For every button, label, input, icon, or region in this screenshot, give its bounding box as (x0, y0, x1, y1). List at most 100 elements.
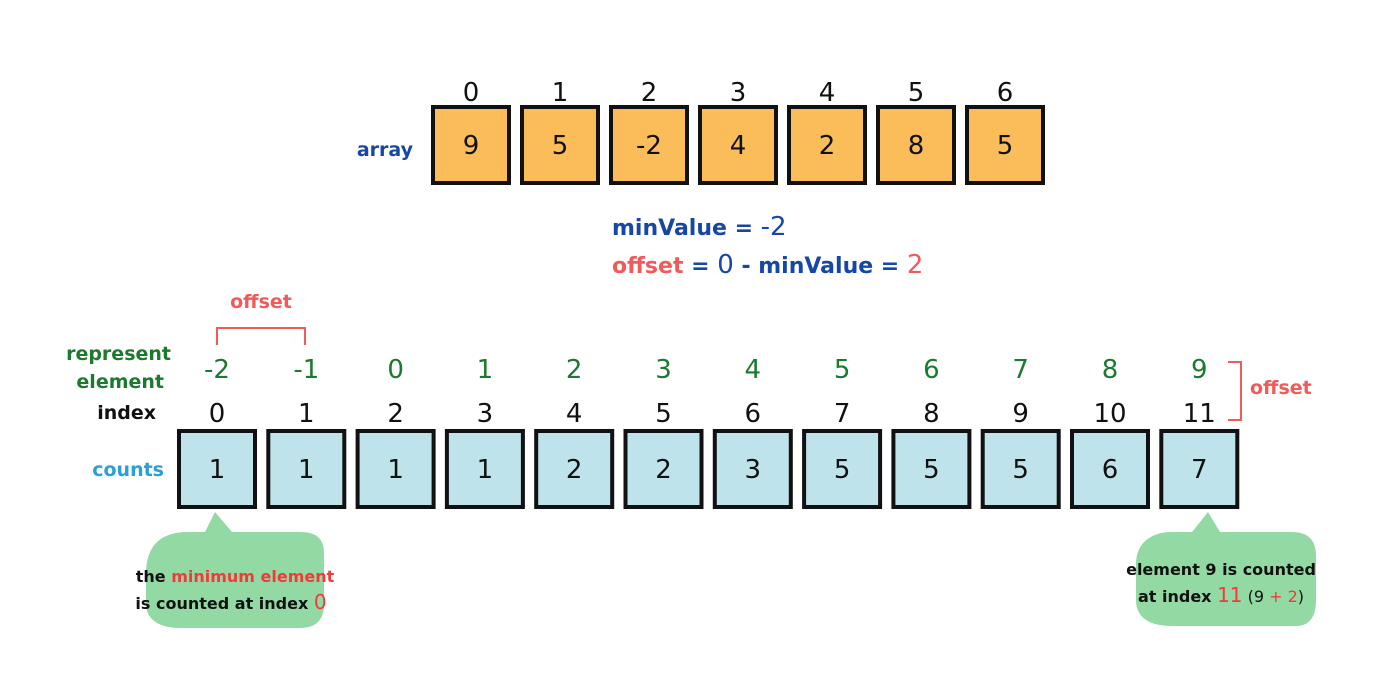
array-cell: 9 (431, 105, 511, 185)
counts-cell: 1 (355, 429, 436, 509)
array-cell-value: 5 (552, 131, 569, 161)
array-index: 5 (908, 78, 925, 108)
counts-cell: 7 (1159, 429, 1240, 509)
counts-label: counts (92, 459, 164, 481)
offset-formula: offset = 0 - minValue = 2 (612, 250, 923, 280)
array-cell-value: 8 (908, 131, 925, 161)
counts-cell: 1 (177, 429, 257, 509)
counts-cell: 3 (712, 429, 793, 509)
counts-cell-value: 6 (1102, 455, 1119, 485)
side-offset-label: offset (1250, 377, 1312, 399)
counts-cell-value: 7 (1191, 455, 1208, 485)
counts-cell: 2 (534, 429, 615, 509)
counts-cell-value: 5 (1012, 455, 1029, 485)
array-cell-box (520, 105, 600, 185)
counts-index: 5 (655, 399, 672, 429)
counts-index: 4 (566, 399, 583, 429)
counts-index: 11 (1183, 399, 1216, 429)
counts-cell-box (266, 429, 347, 509)
counts-cell: 2 (623, 429, 704, 509)
offset-word: offset (612, 254, 684, 279)
counts-cell-box (802, 429, 883, 509)
counts-cell-box (623, 429, 704, 509)
counts-cell: 6 (1070, 429, 1150, 509)
counts-cell: 1 (266, 429, 347, 509)
counts-cell-box (534, 429, 615, 509)
counts-cell-box (980, 429, 1061, 509)
counts-cell: 5 (980, 429, 1061, 509)
left-bubble-line2: is counted at index 0 (135, 590, 326, 614)
left-bubble-line1: the minimum element (136, 567, 335, 586)
represent-value: 2 (566, 355, 583, 385)
counts-index: 2 (387, 399, 404, 429)
counts-index: 1 (298, 399, 315, 429)
counts-cell-box (444, 429, 525, 509)
array-index: 2 (641, 78, 658, 108)
array-label: array (357, 139, 414, 161)
represent-label-line2: element (76, 371, 164, 393)
array-cell-box (609, 105, 689, 185)
counts-cell-value: 5 (834, 455, 851, 485)
array-cell-box (965, 105, 1045, 185)
counts-cell-value: 1 (477, 455, 494, 485)
counts-cell-box (177, 429, 257, 509)
counts-cell-value: 2 (655, 455, 672, 485)
represent-value: 6 (923, 355, 940, 385)
array-index: 1 (552, 78, 569, 108)
array-cell: 8 (876, 105, 956, 185)
counts-index: 3 (477, 399, 494, 429)
counts-cell-box (891, 429, 972, 509)
right-speech-bubble (1136, 512, 1316, 626)
array-cell: 5 (520, 105, 600, 185)
side-offset-bracket (1228, 361, 1242, 421)
array-cells: 9 5 -2 4 2 8 5 (431, 105, 1045, 185)
array-cell-box (876, 105, 956, 185)
represent-value: 3 (655, 355, 672, 385)
counts-index: 9 (1012, 399, 1029, 429)
min-value-number: -2 (761, 212, 787, 242)
right-bubble-line1: element 9 is counted (1126, 560, 1316, 579)
counts-index: 0 (209, 399, 226, 429)
array-cell: 4 (698, 105, 778, 185)
array-cell-value: 5 (997, 131, 1014, 161)
array-index: 4 (819, 78, 836, 108)
array-index: 6 (997, 78, 1014, 108)
counts-cells: 1 1 1 1 2 2 3 5 5 5 6 7 (177, 429, 1240, 509)
counts-cell: 1 (444, 429, 525, 509)
represent-value: 8 (1102, 355, 1119, 385)
array-cell: -2 (609, 105, 689, 185)
counts-cell: 5 (802, 429, 883, 509)
represent-value: -1 (293, 355, 319, 385)
min-value-prefix: minValue = (612, 216, 761, 241)
array-cell: 2 (787, 105, 867, 185)
counts-index: 10 (1093, 399, 1126, 429)
index-label: index (97, 402, 156, 424)
counts-cell-value: 2 (566, 455, 583, 485)
counts-cell-box (1159, 429, 1240, 509)
counts-cell-box (355, 429, 436, 509)
represent-value: 0 (387, 355, 404, 385)
represent-label-line1: represent (66, 343, 171, 365)
counts-cell-value: 1 (209, 455, 226, 485)
represent-value: 7 (1012, 355, 1029, 385)
counts-cell-value: 1 (387, 455, 404, 485)
counts-index: 7 (834, 399, 851, 429)
counts-cell-value: 1 (298, 455, 315, 485)
array-cell-value: 4 (730, 131, 747, 161)
array-cell-value: 9 (463, 131, 480, 161)
counts-cell-value: 5 (923, 455, 940, 485)
array-cell-value: -2 (636, 131, 662, 161)
array-index: 3 (730, 78, 747, 108)
counts-index: 8 (923, 399, 940, 429)
counts-cell-box (712, 429, 793, 509)
offset-equals: = (683, 254, 717, 279)
offset-zero: 0 (717, 250, 734, 280)
array-cell: 5 (965, 105, 1045, 185)
counts-cell: 5 (891, 429, 972, 509)
represent-value: 5 (834, 355, 851, 385)
